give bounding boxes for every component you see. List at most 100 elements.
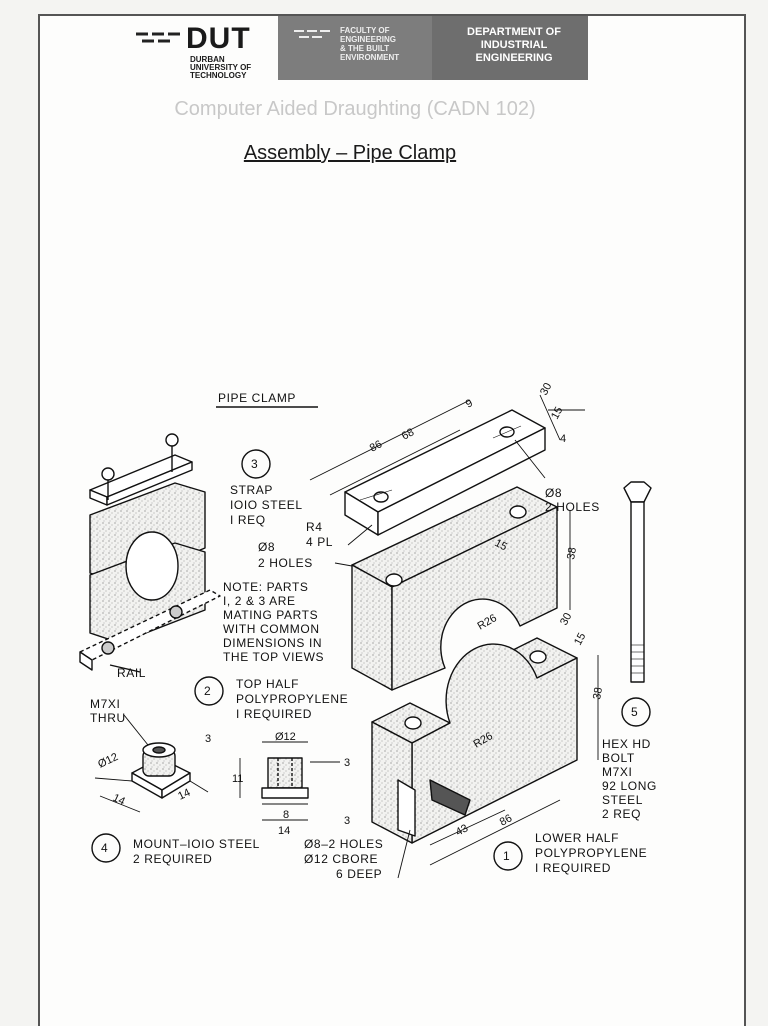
- logo-line: DURBAN: [190, 55, 225, 64]
- part3-line: I REQ: [230, 513, 266, 527]
- callout-1-num: 1: [503, 849, 510, 863]
- holes-left-line: 2 HOLES: [258, 556, 313, 570]
- dim-15a: 15: [549, 405, 565, 421]
- rail-label: RAIL: [117, 666, 146, 680]
- dim-86a: 86: [368, 438, 384, 454]
- part3-line: STRAP: [230, 483, 273, 497]
- cbore-line: 6 DEEP: [336, 867, 382, 881]
- dim-d12a: Ø12: [96, 751, 120, 771]
- dim-3c: 3: [344, 815, 350, 827]
- dim-86b: 86: [498, 812, 514, 828]
- dim-3a: 3: [205, 733, 211, 745]
- dim-68: 68: [400, 426, 416, 442]
- part1-line: POLYPROPYLENE: [535, 846, 647, 860]
- dim-r26a: R26: [476, 612, 499, 632]
- part5-line: BOLT: [602, 751, 635, 765]
- callout-3: [241, 449, 271, 479]
- department-text: DEPARTMENT OF INDUSTRIAL ENGINEERING: [450, 26, 578, 65]
- m7-line: THRU: [90, 711, 126, 725]
- dim-30b: 30: [558, 611, 574, 627]
- note-line: DIMENSIONS IN: [223, 636, 322, 650]
- faculty-line: & THE BUILT: [340, 44, 390, 53]
- dim-14c: 14: [278, 825, 290, 837]
- department-panel: DEPARTMENT OF INDUSTRIAL ENGINEERING: [432, 16, 588, 80]
- r4-line: 4 PL: [306, 535, 333, 549]
- logo-lines: DURBAN UNIVERSITY OF TECHNOLOGY: [190, 56, 251, 80]
- dim-15b: 15: [493, 537, 509, 553]
- callout-4: [91, 833, 121, 863]
- part5-line: HEX HD: [602, 737, 651, 751]
- callout-2-num: 2: [204, 684, 211, 698]
- dim-38b: 38: [591, 686, 605, 700]
- dim-14b: 14: [176, 787, 192, 803]
- part2-line: I REQUIRED: [236, 707, 312, 721]
- faculty-panel: FACULTY OF ENGINEERING & THE BUILT ENVIR…: [278, 16, 432, 80]
- dim-d12b: Ø12: [275, 731, 296, 743]
- part-3-strap: [344, 409, 546, 536]
- dim-4: 4: [560, 433, 566, 445]
- department-line: DEPARTMENT OF: [467, 26, 561, 38]
- note-line: THE TOP VIEWS: [223, 650, 324, 664]
- callout-1: [493, 841, 523, 871]
- dim-9: 9: [464, 397, 475, 410]
- part1-line: LOWER HALF: [535, 831, 619, 845]
- note-line: NOTE: PARTS: [223, 580, 309, 594]
- note-line: I, 2 & 3 ARE: [223, 594, 296, 608]
- callout-5: [621, 697, 651, 727]
- dim-8: 8: [283, 809, 289, 821]
- part1-line: I REQUIRED: [535, 861, 611, 875]
- dim-15c: 15: [572, 631, 588, 647]
- faculty-line: ENGINEERING: [340, 35, 397, 44]
- dim-38a: 38: [565, 546, 579, 560]
- department-line: ENGINEERING: [475, 52, 553, 64]
- part2-line: TOP HALF: [236, 677, 299, 691]
- callout-3-num: 3: [251, 457, 258, 471]
- m7-line: M7XI: [90, 697, 120, 711]
- part5-line: STEEL: [602, 793, 643, 807]
- faculty-line: ENVIRONMENT: [340, 53, 400, 62]
- dut-logo-mark-icon: [136, 32, 180, 43]
- part2-line: POLYPROPYLENE: [236, 692, 348, 706]
- dim-14a: 14: [111, 792, 127, 808]
- faculty-mark-icon: [294, 30, 330, 38]
- dim-3b: 3: [344, 757, 350, 769]
- part-5-bolt: [623, 481, 652, 683]
- part-1-lower-half: [371, 637, 578, 844]
- part3-line: IOIO STEEL: [230, 498, 303, 512]
- holes-right-line: 2 HOLES: [545, 500, 600, 514]
- logo-line: TECHNOLOGY: [190, 71, 247, 80]
- mini-assembly: [79, 433, 221, 673]
- part-4-mount-side: [261, 757, 309, 799]
- faculty-banner: FACULTY OF ENGINEERING & THE BUILT ENVIR…: [278, 16, 588, 80]
- dut-logo: DUT DURBAN UNIVERSITY OF TECHNOLOGY: [134, 22, 304, 90]
- logo-line: UNIVERSITY OF: [190, 63, 252, 72]
- page-title: Assembly – Pipe Clamp: [243, 142, 457, 164]
- callout-5-num: 5: [631, 705, 638, 719]
- part-4-mount-iso: [131, 742, 191, 799]
- cbore-line: Ø8–2 HOLES: [304, 837, 383, 851]
- part5-line: 92 LONG: [602, 779, 657, 793]
- cbore-line: Ø12 CBORE: [304, 852, 378, 866]
- faculty-line: FACULTY OF: [340, 26, 390, 35]
- department-line: INDUSTRIAL: [480, 39, 548, 51]
- dimension-lines: [94, 394, 599, 879]
- part4-line: 2 REQUIRED: [133, 852, 212, 866]
- note-line: WITH COMMON: [223, 622, 320, 636]
- r4-line: R4: [306, 520, 323, 534]
- holes-left-line: Ø8: [258, 540, 275, 554]
- part5-line: 2 REQ: [602, 807, 641, 821]
- part-2-top-half: [351, 486, 558, 691]
- course-title: Computer Aided Draughting (CADN 102): [174, 98, 536, 120]
- note-line: MATING PARTS: [223, 608, 318, 622]
- dim-30a: 30: [538, 381, 554, 397]
- logo-name: DUT: [186, 22, 251, 55]
- callout-4-num: 4: [101, 841, 108, 855]
- dim-43: 43: [454, 822, 470, 838]
- dim-11: 11: [232, 773, 243, 785]
- faculty-text: FACULTY OF ENGINEERING & THE BUILT ENVIR…: [340, 26, 399, 62]
- part5-line: M7XI: [602, 765, 632, 779]
- drawing-heading: PIPE CLAMP: [218, 391, 296, 405]
- part4-line: MOUNT–IOIO STEEL: [133, 837, 260, 851]
- callout-2: [194, 676, 224, 706]
